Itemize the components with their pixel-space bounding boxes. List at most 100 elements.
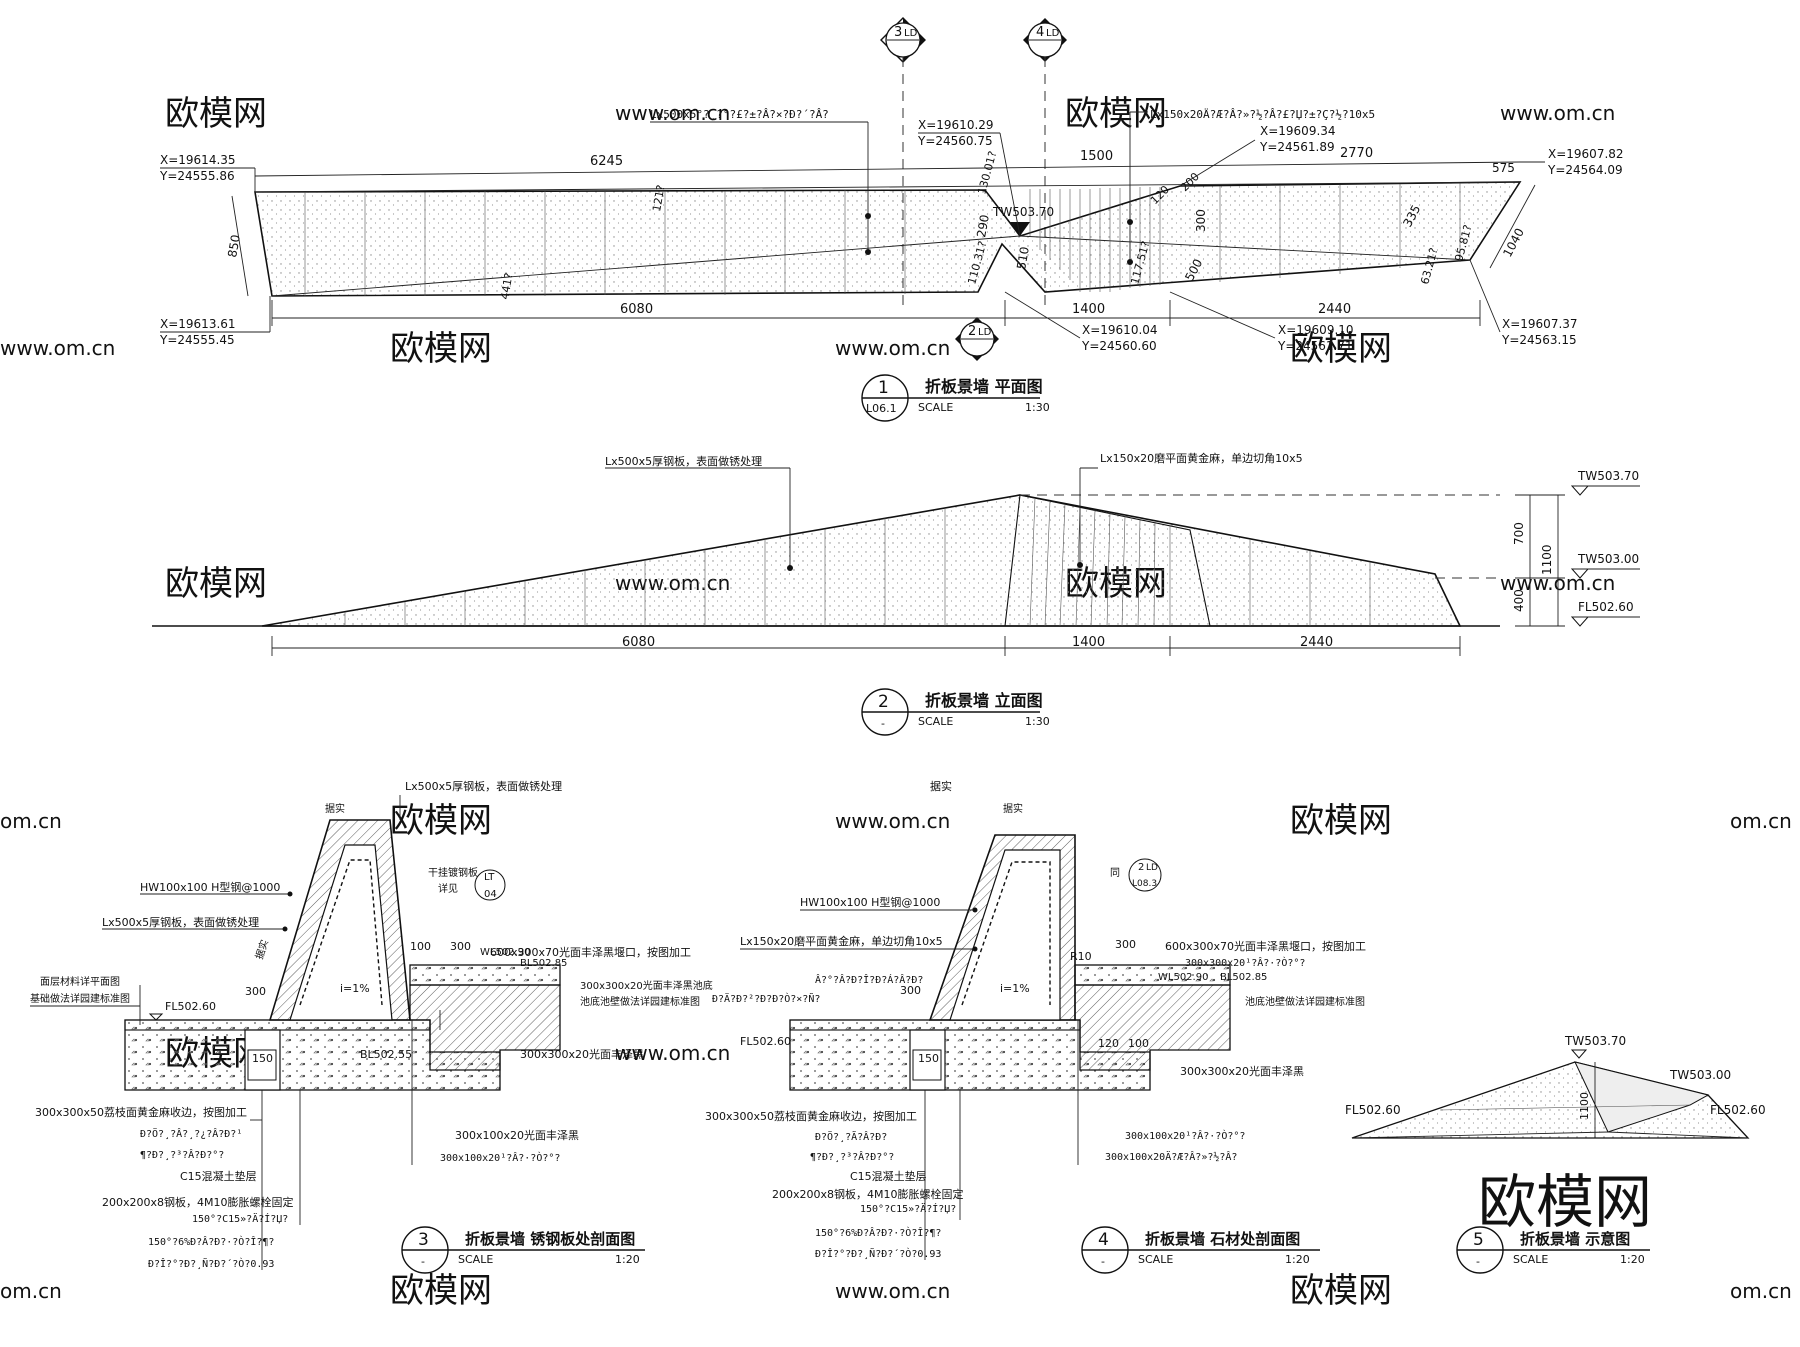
elevation-triangle <box>1010 222 1030 236</box>
dim-label: i=1% <box>340 982 370 995</box>
dim-label: 300 <box>1115 938 1136 951</box>
label-left: Â?°?Â?Ð?Î?Ð?Á?Â?Ð? <box>815 973 923 986</box>
dim-label: 1400 <box>1072 302 1105 317</box>
label-right: 600x300x70光面丰泽黑堰口，按图加工 <box>490 945 691 959</box>
label-top: 据实 <box>325 802 345 815</box>
dim-label: 100 <box>410 940 431 953</box>
label-left: Ð?Ö?¸?Ã?Â?Ð? <box>815 1130 887 1143</box>
dim-label: 400 <box>1512 589 1526 612</box>
view-number: 5 <box>1473 1230 1484 1250</box>
watermark-logo: 欧模网 <box>1290 329 1392 369</box>
marker-sheet: LD <box>978 327 992 338</box>
label-left: 150°?6%Ð?Â?Ð?·?Ò?Î?¶? <box>815 1226 941 1239</box>
coord-x: X=19607.82 <box>1548 147 1624 161</box>
dim-label: 1100 <box>1578 1092 1591 1120</box>
watermark-layer: 欧模网 www.om.cn 欧模网 www.om.cn www.om.cn 欧模… <box>0 94 1792 1311</box>
level-tag: FL502.60 <box>1345 1103 1401 1117</box>
coord-x: X=19610.04 <box>1082 323 1158 337</box>
label-right: 300x300x20¹?Â?·?Ò?°? <box>1185 956 1305 969</box>
level-tag: TW503.70 <box>1577 469 1639 483</box>
label-right: 300x300x20光面丰泽黑池底 <box>580 979 713 992</box>
label-left: Ð?Ö?¸?Â?¸?¿?Â?Ð?¹ <box>140 1127 242 1140</box>
view-number: 2 <box>878 692 889 712</box>
label-left: ¶?Ð?¸?³?Â?Ð?°? <box>810 1150 894 1163</box>
wall-plan-outline <box>254 181 1522 297</box>
section-view-steel: HW100x100 H型钢@1000 Lx500x5厚钢板，表面做锈处理 面层材… <box>30 779 713 1274</box>
scale-label: SCALE <box>918 401 953 414</box>
view-sheet: - <box>1476 1255 1480 1268</box>
watermark-logo: 欧模网 <box>1290 801 1392 841</box>
watermark-url: www.om.cn <box>615 1041 730 1065</box>
dim-label: 1100 <box>1540 544 1554 575</box>
label-left: HW100x100 H型钢@1000 <box>800 895 940 909</box>
label-top: 详见 <box>438 882 458 895</box>
label-right: 300x300x20光面丰泽黑 <box>520 1047 644 1061</box>
dim-label: 1040 <box>1500 226 1527 260</box>
label-top: 据实 <box>1003 802 1023 815</box>
dim-label: 510 <box>1014 246 1032 271</box>
label-left: 200x200x8钢板，4M10膨胀螺栓固定 <box>772 1187 964 1201</box>
dim-label: 150 <box>918 1052 939 1065</box>
marker-number: 2 <box>968 324 976 339</box>
label-right: 300x300x20光面丰泽黑 <box>1180 1064 1304 1078</box>
section-marker-4: 4 LD <box>1023 18 1067 312</box>
label-left: ¶?Ð?¸?³?Â?Ð?°? <box>140 1148 224 1161</box>
marker-number: 4 <box>1036 25 1044 40</box>
wall-top-edge <box>254 181 1521 193</box>
label-top: 2 <box>1138 862 1144 873</box>
label-left: HW100x100 H型钢@1000 <box>140 880 280 894</box>
level-tag: FL502.60 <box>1710 1103 1766 1117</box>
coord-x: X=19607.37 <box>1502 317 1578 331</box>
label-top: 据实 <box>930 779 952 793</box>
scale-label: SCALE <box>918 715 953 728</box>
section-view-stone: HW100x100 H型钢@1000 Lx150x20磨平面黄金麻，单边切角10… <box>705 779 1366 1274</box>
watermark-url: om.cn <box>1730 1279 1792 1303</box>
label-right: BL502.85 <box>520 958 567 969</box>
view-number: 1 <box>878 378 889 398</box>
dim-label: 100 <box>1128 1037 1149 1050</box>
coord-y: Y=24560.60 <box>1081 339 1157 353</box>
scale-value: 1:20 <box>1285 1253 1310 1266</box>
dim-label: 6080 <box>620 302 653 317</box>
dim-label: 150 <box>252 1052 273 1065</box>
scale-value: 1:30 <box>1025 401 1050 414</box>
watermark-url: www.om.cn <box>835 809 950 833</box>
label-top: 04 <box>484 889 497 900</box>
label-left: 150°?6%Ð?Â?Ð?·?Ò?Î?¶? <box>148 1235 274 1248</box>
view-sheet: - <box>881 717 885 730</box>
elevation-tag: TW503.70 <box>992 205 1054 219</box>
coord-y: Y=24563.15 <box>1501 333 1577 347</box>
label-right: 池底池壁做法详园建标准图 <box>1245 995 1365 1008</box>
coord-x: X=19613.61 <box>160 317 236 331</box>
watermark-logo: 欧模网 <box>1065 94 1167 134</box>
label-right: WL502.90 <box>1158 972 1208 983</box>
coord-y: Y=24564.09 <box>1547 163 1623 177</box>
label-left: C15混凝土垫层 <box>850 1169 927 1183</box>
dim-label: 300 <box>245 985 266 998</box>
view-title: 折板景墙 石材处剖面图 <box>1145 1230 1300 1248</box>
elevation-view: 700 1100 400 TW503.70 TW503.00 FL502.60 … <box>152 451 1640 736</box>
view-number: 3 <box>418 1230 429 1250</box>
label-top: 干挂镀钢板 <box>428 866 478 879</box>
wall-fold-line <box>271 235 1021 297</box>
watermark-logo: 欧模网 <box>390 1271 492 1311</box>
watermark-url: www.om.cn <box>835 1279 950 1303</box>
watermark-logo: 欧模网 <box>1290 1271 1392 1311</box>
label-left: 200x200x8钢板，4M10膨胀螺栓固定 <box>102 1195 294 1209</box>
label-left: Ð?Î?°?Ð?¸Ñ?Ð?´?Ò?0.93 <box>815 1247 941 1260</box>
watermark-logo: 欧模网 <box>390 801 492 841</box>
label-left: 面层材料详平面图 <box>40 975 120 988</box>
view-sheet: - <box>1101 1255 1105 1268</box>
section-marker-3: 3 LD <box>880 17 926 312</box>
label-left: Ð?Ä?Ð?²?Ð?Ð?Ò?×?Ñ? <box>712 992 820 1005</box>
coordinate-callouts: X=19614.35 Y=24555.86 X=19613.61 Y=24555… <box>159 118 1624 353</box>
coord-y: Y=24561.89 <box>1259 140 1335 154</box>
coord-x: X=19614.35 <box>160 153 236 167</box>
watermark-url: om.cn <box>0 809 62 833</box>
label-right: 池底池壁做法详园建标准图 <box>580 995 700 1008</box>
dim-label: 2440 <box>1318 302 1351 317</box>
panel-joints <box>304 183 1461 296</box>
view-title: 折板景墙 立面图 <box>925 691 1043 710</box>
label-left: FL502.60 <box>740 1035 791 1048</box>
